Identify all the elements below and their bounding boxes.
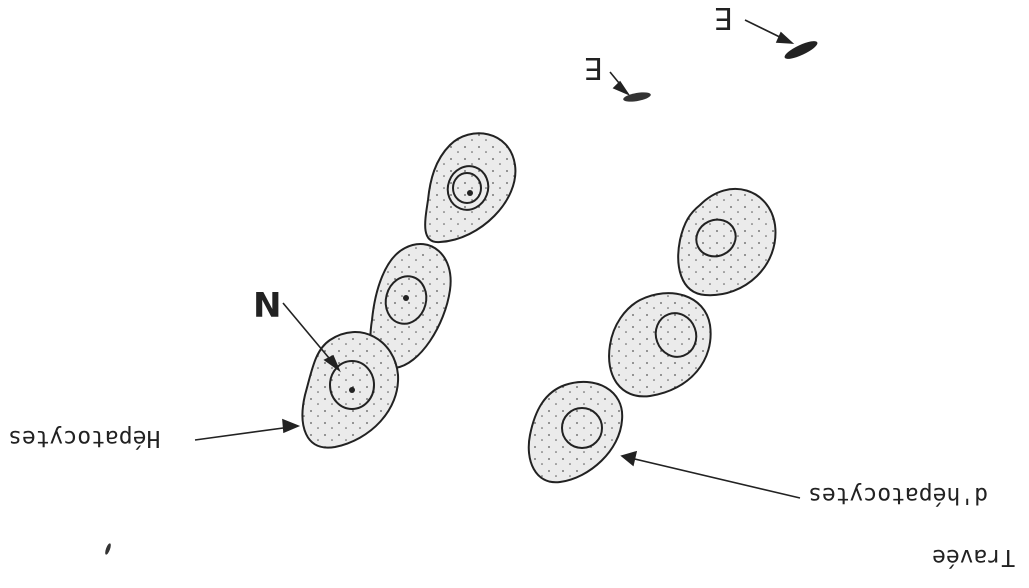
label-travee-line1: Travée (932, 544, 1015, 570)
label-travee-line2: d'hépatocytes (808, 482, 988, 508)
label-nucleus: N (253, 283, 281, 323)
label-endothelial-1: E (584, 50, 603, 85)
hepatocyte-cell (678, 189, 775, 295)
hepatocyte-cell (425, 133, 515, 242)
stray-mark (104, 543, 112, 556)
hepatocyte-cord-right (529, 189, 776, 482)
label-endothelial-2: E (714, 0, 733, 35)
hepatocyte-cell (529, 382, 622, 482)
hepatocyte-cord-left (303, 133, 516, 447)
label-hepatocytes: Hépatocytes (8, 425, 160, 451)
